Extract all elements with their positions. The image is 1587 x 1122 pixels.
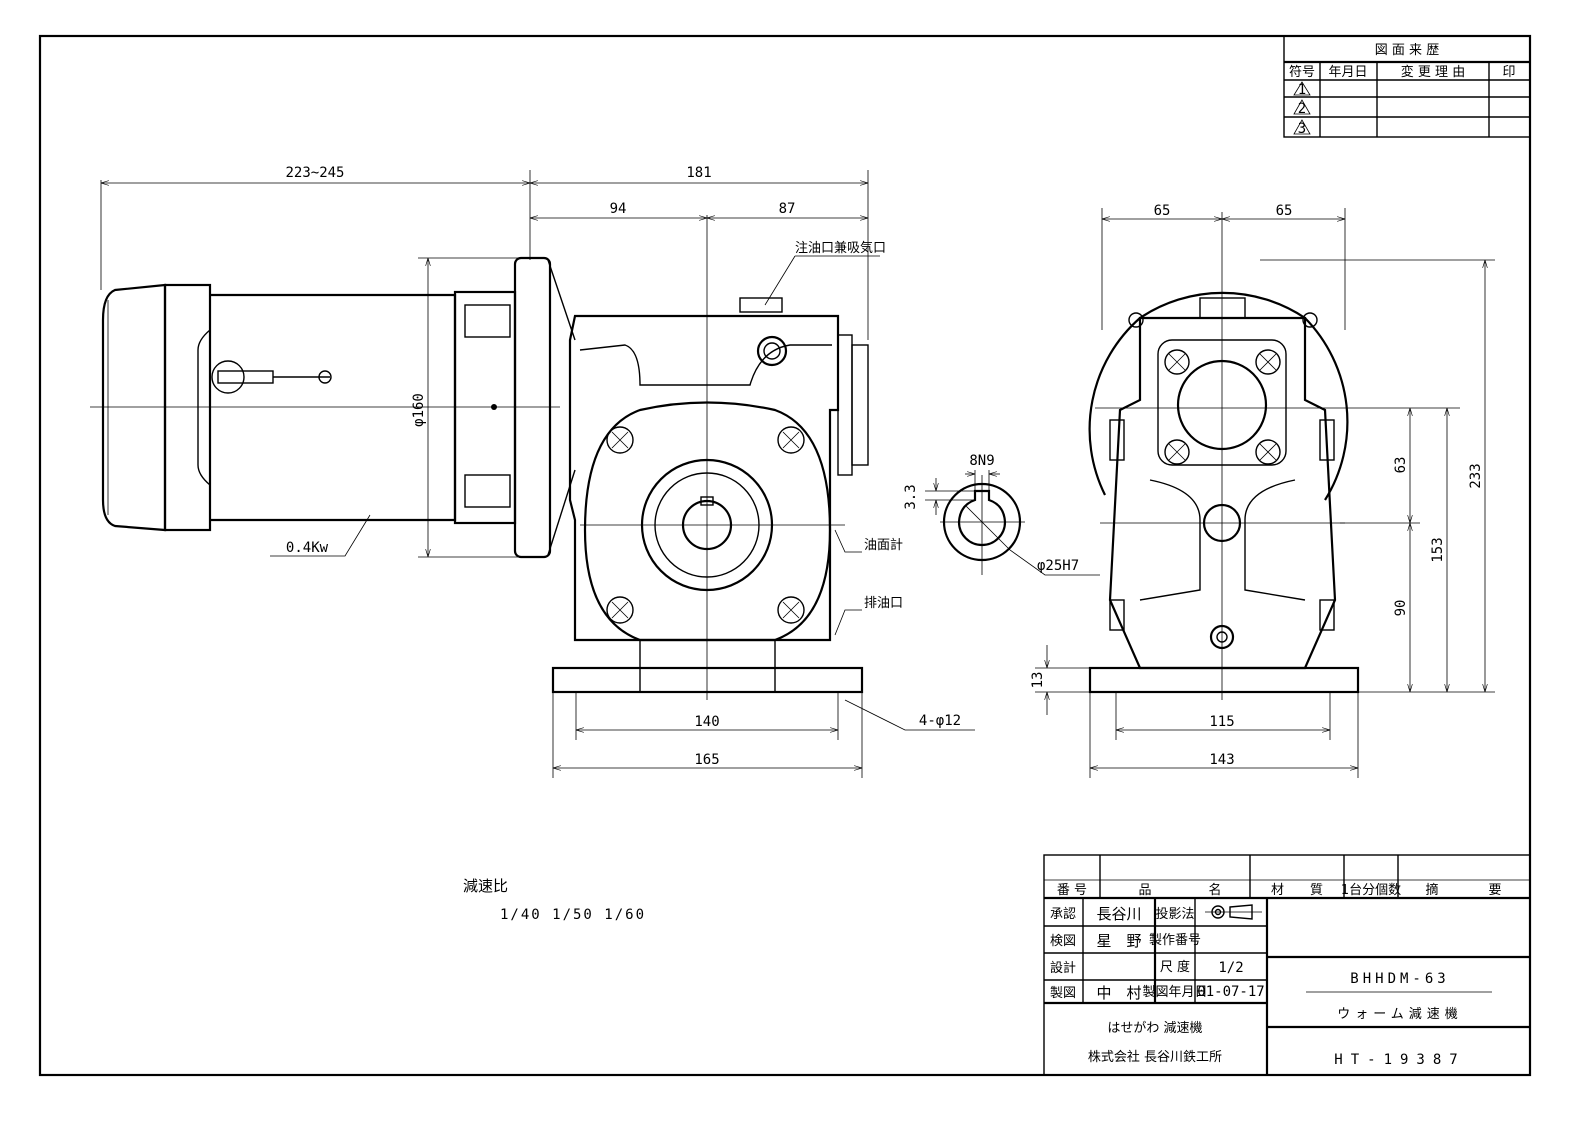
- revision-mark-3: 3: [1293, 119, 1311, 137]
- header-remarks-2: 要: [1488, 883, 1501, 898]
- dim-base-width: 165: [694, 752, 719, 768]
- side-dim-63: 63: [1393, 457, 1409, 474]
- draw-label: 製図: [1050, 986, 1076, 1001]
- key-depth-label: 3.3: [903, 484, 919, 509]
- dim-flange-diameter: φ160: [411, 393, 427, 427]
- side-dim-233: 233: [1468, 463, 1484, 488]
- check-label: 検図: [1050, 934, 1076, 949]
- header-material: 材 質: [1271, 883, 1323, 898]
- drawing-number: HT-19387: [1334, 1052, 1465, 1068]
- bolt-head: [1255, 439, 1281, 465]
- svg-text:3: 3: [1298, 121, 1306, 137]
- key-width-label: 8N9: [969, 453, 994, 469]
- header-name: 名: [1208, 882, 1221, 898]
- approve-name: 長谷川: [1096, 905, 1141, 923]
- dim-right-87: 87: [779, 201, 796, 217]
- company-name: 株式会社 長谷川鉄工所: [1088, 1049, 1222, 1065]
- serial-label: 製作番号: [1149, 933, 1201, 948]
- dim-holes: 4-φ12: [919, 713, 961, 729]
- brand-line: はせがわ 減速機: [1107, 1020, 1202, 1036]
- drain-label: 排油口: [864, 596, 903, 611]
- bolt-head: [777, 426, 805, 454]
- dim-motor-length: 223~245: [285, 165, 344, 181]
- header-item: 品: [1138, 883, 1151, 898]
- dim-bolt-pitch: 140: [694, 714, 719, 730]
- revision-header-mark: 符号: [1289, 64, 1315, 80]
- scale-label: 尺 度: [1160, 959, 1190, 975]
- revision-header-stamp: 印: [1502, 65, 1515, 80]
- svg-text:2: 2: [1298, 101, 1306, 117]
- revision-mark-1: 1: [1293, 81, 1311, 98]
- revision-title: 図 面 来 歴: [1375, 43, 1439, 58]
- bolt-head: [606, 596, 634, 624]
- check-name: 星 野: [1096, 932, 1141, 950]
- gearbox: [551, 297, 869, 694]
- draw-name: 中 村: [1096, 984, 1141, 1002]
- oil-level-label: 油面計: [864, 537, 903, 553]
- bore-label: φ25H7: [1037, 558, 1079, 574]
- side-dim-115: 115: [1209, 714, 1234, 730]
- reduction-ratio-values: 1/40 1/50 1/60: [500, 907, 646, 923]
- front-view: 223~245 181 94 87 φ160 0.4Kw 注油口兼吸気口 油面計…: [90, 165, 975, 778]
- bolt-head: [1164, 349, 1190, 375]
- bolt-head: [606, 426, 634, 454]
- date-value: 01-07-17: [1197, 984, 1264, 1000]
- date-label: 製図年月日: [1142, 985, 1207, 1000]
- projection-label: 投影法: [1155, 906, 1194, 922]
- side-dim-right-65: 65: [1276, 203, 1293, 219]
- side-dim-90: 90: [1393, 600, 1409, 617]
- bolt-head: [1255, 349, 1281, 375]
- side-dim-143: 143: [1209, 752, 1234, 768]
- svg-text:1: 1: [1298, 82, 1306, 98]
- side-view: 65 65 63 90 153 233 13 115 143: [1030, 203, 1495, 778]
- reduction-ratio-label: 減速比: [463, 877, 508, 895]
- design-label: 設計: [1050, 960, 1076, 976]
- header-number: 番 号: [1057, 883, 1087, 898]
- header-remarks-1: 摘: [1425, 882, 1438, 898]
- sheet-border: [38, 34, 1532, 1077]
- shaft-section: 8N9 3.3 φ25H7: [903, 453, 1100, 576]
- revision-table: 図 面 来 歴 符号 年月日 変 更 理 由 印 1 2 3: [1283, 35, 1531, 138]
- side-dim-13: 13: [1030, 672, 1046, 689]
- motor: [101, 256, 576, 559]
- header-quantity: 1台分個数: [1341, 883, 1401, 898]
- dim-left-94: 94: [610, 201, 627, 217]
- side-dim-left-65: 65: [1154, 203, 1171, 219]
- third-angle-projection-icon: [1205, 904, 1262, 920]
- side-dim-153: 153: [1430, 537, 1446, 562]
- oil-fill-label: 注油口兼吸気口: [795, 240, 886, 256]
- title-block: 番 号 品 名 材 質 1台分個数 摘 要 承認 長谷川 検図 星 野 設計 製…: [1043, 854, 1531, 1076]
- revision-header-reason: 変 更 理 由: [1401, 64, 1465, 80]
- bolt-head: [777, 596, 805, 624]
- model-number: BHHDM-63: [1350, 971, 1449, 987]
- dim-gear-length: 181: [686, 165, 711, 181]
- revision-header-date: 年月日: [1328, 65, 1367, 80]
- revision-mark-2: 2: [1293, 99, 1311, 117]
- bolt-head: [1164, 439, 1190, 465]
- motor-power-label: 0.4Kw: [286, 540, 329, 556]
- scale-value: 1/2: [1218, 960, 1243, 976]
- product-name: ウォーム減速機: [1337, 1006, 1463, 1022]
- approve-label: 承認: [1050, 906, 1076, 922]
